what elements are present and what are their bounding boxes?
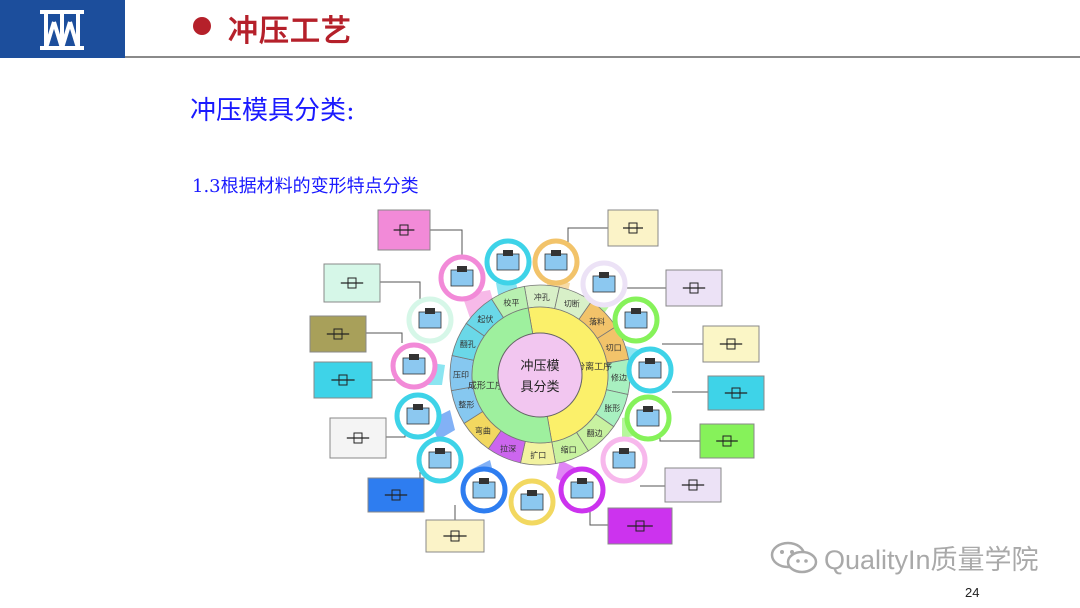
die-sketch xyxy=(428,451,452,469)
outer-ring-label: 切口 xyxy=(606,343,622,352)
die-sketch xyxy=(544,253,568,271)
die-sketch xyxy=(406,407,430,425)
part-sketch xyxy=(635,520,645,532)
part-sketch xyxy=(722,435,732,447)
part-sketch xyxy=(689,282,699,294)
wechat-icon xyxy=(770,541,818,573)
die-sketch xyxy=(402,357,426,375)
die-sketch xyxy=(418,311,442,329)
punch-sketch xyxy=(457,266,467,272)
watermark: QualityIn质量学院 xyxy=(770,538,1039,577)
outer-ring-label: 修边 xyxy=(611,373,627,383)
outer-ring-label: 翻边 xyxy=(587,428,603,438)
punch-sketch xyxy=(599,272,609,278)
die-sketch xyxy=(592,275,616,293)
die-sketch xyxy=(496,253,520,271)
part-sketch xyxy=(391,489,401,501)
outer-ring-label: 弯曲 xyxy=(475,426,491,436)
die-sketch xyxy=(636,409,660,427)
punch-sketch xyxy=(551,250,561,256)
school-logo-icon xyxy=(40,10,84,50)
punch-sketch xyxy=(425,308,435,314)
die-sketch xyxy=(638,361,662,379)
part-sketch xyxy=(731,387,741,399)
outer-ring-label: 冲孔 xyxy=(534,292,550,302)
inner-ring-label: 成形工序 xyxy=(468,380,504,392)
punch-sketch xyxy=(527,490,537,496)
part-sketch xyxy=(628,222,638,234)
punch-sketch xyxy=(435,448,445,454)
outer-ring-label: 扩口 xyxy=(530,450,546,460)
center-circle xyxy=(497,332,583,418)
punch-sketch xyxy=(577,478,587,484)
outer-ring-label: 缩口 xyxy=(561,445,577,455)
outer-ring-label: 校平 xyxy=(503,297,519,307)
part-sketch xyxy=(726,338,736,350)
outer-ring-label: 落料 xyxy=(589,316,605,326)
title-bullet-icon xyxy=(193,17,211,35)
die-sketch xyxy=(472,481,496,499)
page-number: 24 xyxy=(965,585,980,600)
slide-title: 冲压工艺 xyxy=(228,14,352,49)
part-sketch xyxy=(347,277,357,289)
die-sketch xyxy=(612,451,636,469)
part-sketch xyxy=(333,328,343,340)
part-sketch xyxy=(399,224,409,236)
punch-sketch xyxy=(413,404,423,410)
watermark-text: QualityIn质量学院 xyxy=(824,545,1039,575)
punch-sketch xyxy=(479,478,489,484)
die-sketch xyxy=(624,311,648,329)
punch-sketch xyxy=(409,354,419,360)
outer-ring-label: 压印 xyxy=(453,370,469,379)
die-sketch xyxy=(520,493,544,511)
outer-ring-label: 整形 xyxy=(458,400,474,410)
part-sketch xyxy=(450,530,460,542)
example-boxes xyxy=(309,209,765,553)
part-sketch xyxy=(338,374,348,386)
logo-box xyxy=(0,0,125,58)
satellite-circles xyxy=(390,238,674,526)
subtitle: 冲压模具分类: xyxy=(190,96,355,126)
center-label-line2: 具分类 xyxy=(520,380,559,395)
outer-ring-label: 翻孔 xyxy=(460,340,476,349)
die-sketch xyxy=(450,269,474,287)
outer-ring-label: 胀形 xyxy=(604,403,620,413)
punch-sketch xyxy=(645,358,655,364)
punch-sketch xyxy=(643,406,653,412)
part-sketch xyxy=(688,479,698,491)
punch-sketch xyxy=(619,448,629,454)
inner-ring-label: 分离工序 xyxy=(576,360,612,372)
outer-ring-label: 拉深 xyxy=(500,443,516,453)
punch-sketch xyxy=(503,250,513,256)
section-heading: 1.3根据材料的变形特点分类 xyxy=(192,176,419,197)
center-label-line1: 冲压模 xyxy=(520,359,559,374)
part-sketch xyxy=(353,432,363,444)
punch-sketch xyxy=(631,308,641,314)
header-divider xyxy=(125,56,1080,58)
outer-ring-label: 起伏 xyxy=(477,314,493,324)
outer-ring-label: 切断 xyxy=(564,299,580,309)
die-sketch xyxy=(570,481,594,499)
